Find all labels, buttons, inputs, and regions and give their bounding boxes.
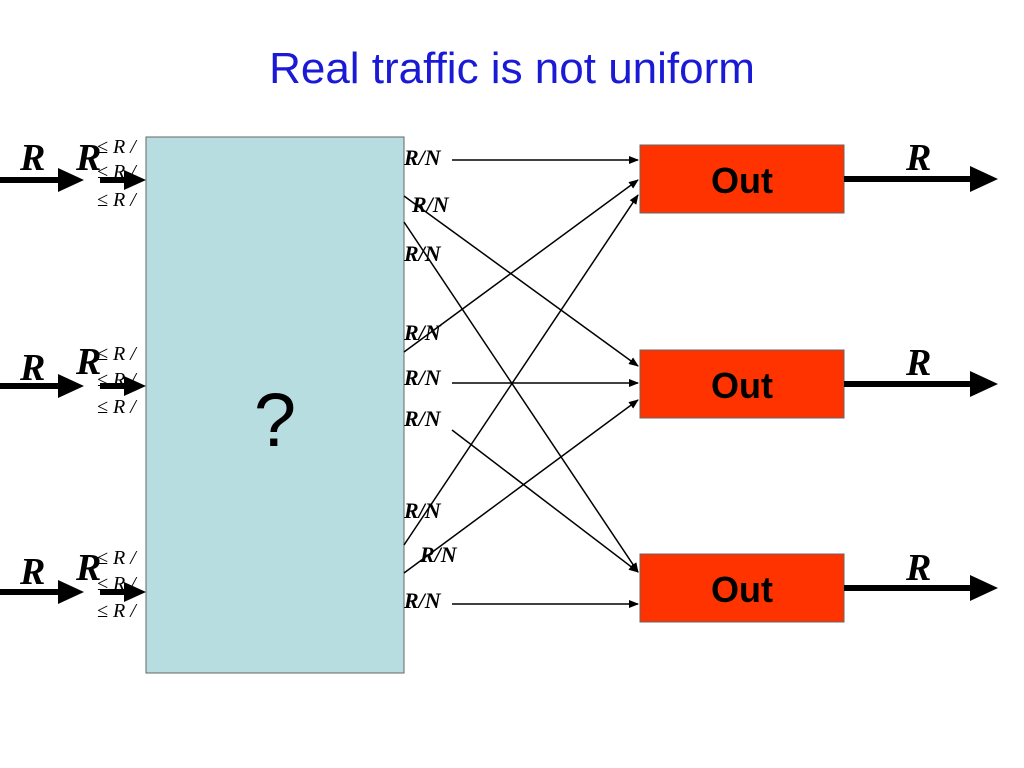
- link-rate-label-8: R/N: [419, 542, 458, 567]
- input-rate-labels: R R R R R R: [19, 137, 101, 593]
- link-rate-label-1: R/N: [403, 145, 442, 170]
- sub-rate-3a: ≤ R /: [97, 547, 138, 569]
- sub-rate-labels: ≤ R / ≤ R / ≤ R / ≤ R / ≤ R / ≤ R / ≤ R …: [97, 136, 138, 622]
- sub-rate-3c: ≤ R /: [97, 600, 138, 622]
- output-box-label-3: Out: [711, 569, 773, 610]
- output-rate-label-2: R: [905, 342, 931, 384]
- link-rate-label-9: R/N: [403, 588, 442, 613]
- link-3-2: [403, 399, 639, 574]
- sub-rate-1b: ≤ R /: [97, 161, 138, 183]
- link-2-3: [451, 429, 639, 573]
- link-1-3: [403, 221, 639, 573]
- link-rate-label-4: R/N: [403, 320, 442, 345]
- output-box-2: [639, 349, 845, 419]
- sub-rate-2a: ≤ R /: [97, 343, 138, 365]
- input-arrows: [0, 168, 146, 604]
- output-arrowhead-3: [970, 575, 998, 601]
- switch-box-label: ?: [254, 378, 296, 463]
- input-arrowhead-3: [58, 580, 84, 604]
- link-rate-labels: R/N R/N R/N R/N R/N R/N R/N R/N R/N: [403, 145, 458, 613]
- output-arrows: [844, 166, 998, 601]
- sub-rate-1c: ≤ R /: [97, 189, 138, 211]
- input-stub-head-2: [124, 376, 146, 396]
- input-stub-head-3: [124, 582, 146, 602]
- link-rate-label-7: R/N: [403, 498, 442, 523]
- link-rate-label-6: R/N: [403, 406, 442, 431]
- switch-box: [145, 136, 405, 674]
- output-rate-label-1: R: [905, 137, 931, 179]
- sub-rate-2c: ≤ R /: [97, 396, 138, 418]
- output-rate-label-3: R: [905, 547, 931, 589]
- input-outer-label-2: R: [19, 347, 45, 389]
- sub-rate-3b: ≤ R /: [97, 573, 138, 595]
- link-1-2: [403, 195, 639, 367]
- input-inner-label-2: R: [75, 341, 101, 383]
- input-outer-label-3: R: [19, 551, 45, 593]
- input-arrowhead-1: [58, 168, 84, 192]
- slide-title: Real traffic is not uniform: [269, 44, 755, 93]
- output-box-label-2: Out: [711, 365, 773, 406]
- input-stub-head-1: [124, 170, 146, 190]
- link-rate-label-5: R/N: [403, 365, 442, 390]
- output-box-1: [639, 144, 845, 214]
- link-rate-label-2: R/N: [411, 192, 450, 217]
- output-rate-labels: R R R: [905, 137, 931, 589]
- link-2-1: [403, 179, 639, 353]
- connection-lines: [403, 156, 639, 608]
- input-inner-label-3: R: [75, 547, 101, 589]
- sub-rate-2b: ≤ R /: [97, 369, 138, 391]
- output-ports: Out Out Out: [639, 144, 845, 623]
- output-box-3: [639, 553, 845, 623]
- output-arrowhead-1: [970, 166, 998, 192]
- input-outer-label-1: R: [19, 137, 45, 179]
- link-3-1: [403, 194, 639, 546]
- input-arrowhead-2: [58, 374, 84, 398]
- input-inner-label-1: R: [75, 137, 101, 179]
- link-rate-label-3: R/N: [403, 241, 442, 266]
- output-box-label-1: Out: [711, 160, 773, 201]
- sub-rate-1a: ≤ R /: [97, 136, 138, 158]
- output-arrowhead-2: [970, 371, 998, 397]
